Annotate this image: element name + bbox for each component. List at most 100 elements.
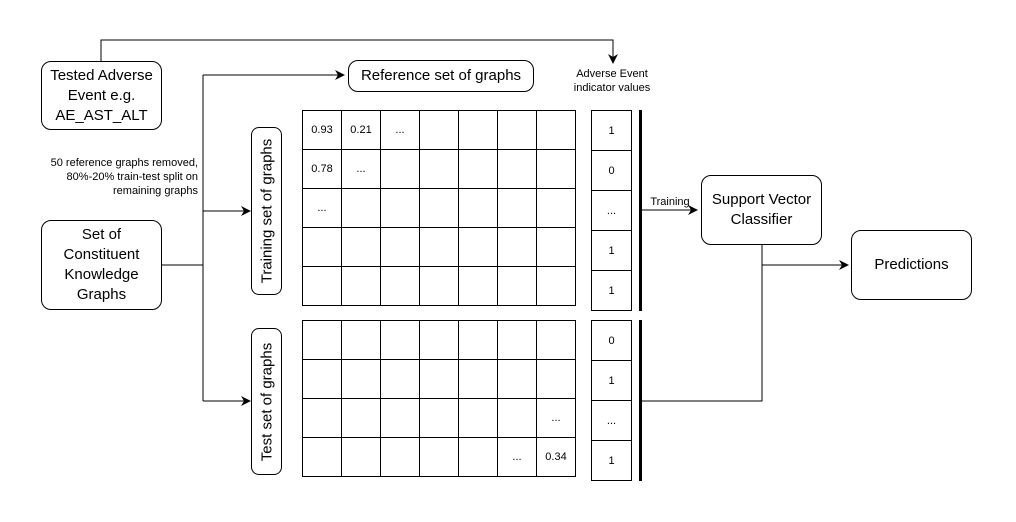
- test-feature-matrix: ......0.34: [302, 320, 576, 477]
- constituent-graphs-label: Set of Constituent Knowledge Graphs: [63, 226, 140, 303]
- matrix-cell: [302, 320, 342, 360]
- matrix-cell: [458, 188, 498, 228]
- matrix-cell: [536, 266, 576, 306]
- matrix-cell: [380, 359, 420, 399]
- adverse-event-indicator-label: Adverse Event indicator values: [573, 68, 651, 94]
- matrix-cell: [419, 266, 459, 306]
- indicator-value-cell: 1: [591, 440, 632, 481]
- indicator-value-cell: 1: [591, 110, 632, 151]
- matrix-cell: [458, 359, 498, 399]
- matrix-cell: [302, 227, 342, 267]
- tested-adverse-event-label: Tested Adverse Event e.g. AE_AST_ALT: [50, 66, 153, 124]
- matrix-cell: [302, 359, 342, 399]
- test-matrix-row: [302, 359, 576, 399]
- matrix-cell: [380, 227, 420, 267]
- matrix-cell: [536, 110, 576, 150]
- reference-set-box: Reference set of graphs: [348, 60, 534, 92]
- matrix-cell: [341, 227, 381, 267]
- training-matrix-row: [302, 266, 576, 306]
- matrix-cell: [536, 359, 576, 399]
- matrix-cell: [341, 320, 381, 360]
- indicator-value-cell: 0: [591, 150, 632, 191]
- matrix-cell: [497, 149, 537, 189]
- training-divider-bar: [639, 110, 642, 311]
- matrix-cell: [497, 227, 537, 267]
- matrix-cell: ...: [341, 149, 381, 189]
- matrix-cell: [419, 437, 459, 477]
- matrix-cell: [302, 398, 342, 438]
- svc-box: Support Vector Classifier: [701, 175, 822, 245]
- split-note: 50 reference graphs removed, 80%-20% tra…: [20, 156, 198, 198]
- matrix-cell: [497, 320, 537, 360]
- test-matrix-row: ...0.34: [302, 437, 576, 477]
- matrix-cell: [380, 398, 420, 438]
- matrix-cell: 0.34: [536, 437, 576, 477]
- test-matrix-row: ...: [302, 398, 576, 438]
- tested-adverse-event-box: Tested Adverse Event e.g. AE_AST_ALT: [41, 61, 162, 130]
- matrix-cell: [419, 188, 459, 228]
- matrix-cell: [458, 398, 498, 438]
- matrix-cell: [536, 227, 576, 267]
- split-note-line2: 80%-20% train-test split on: [66, 171, 198, 183]
- matrix-cell: ...: [536, 398, 576, 438]
- matrix-cell: [497, 266, 537, 306]
- split-note-line1: 50 reference graphs removed,: [50, 157, 198, 169]
- split-note-line3: remaining graphs: [113, 185, 198, 197]
- indicator-value-cell: ...: [591, 400, 632, 441]
- matrix-cell: [458, 437, 498, 477]
- matrix-cell: 0.93: [302, 110, 342, 150]
- matrix-cell: [302, 266, 342, 306]
- predictions-box: Predictions: [851, 230, 972, 300]
- matrix-cell: [380, 149, 420, 189]
- arrow-tested-to-indicator: [100, 39, 618, 64]
- matrix-cell: [536, 188, 576, 228]
- matrix-cell: [419, 359, 459, 399]
- indicator-value-cell: 1: [591, 360, 632, 401]
- matrix-cell: [341, 437, 381, 477]
- training-matrix-row: ...: [302, 188, 576, 228]
- arrow-test-to-svc: [642, 245, 763, 402]
- matrix-cell: [497, 188, 537, 228]
- indicator-value-cell: 1: [591, 270, 632, 311]
- matrix-cell: [419, 110, 459, 150]
- matrix-cell: [419, 149, 459, 189]
- matrix-cell: [497, 398, 537, 438]
- test-set-label: Test set of graphs: [258, 342, 275, 461]
- matrix-cell: [458, 320, 498, 360]
- training-set-box: Training set of graphs: [251, 127, 282, 295]
- test-divider-bar: [639, 320, 642, 481]
- test-set-box: Test set of graphs: [251, 328, 282, 475]
- matrix-cell: [419, 398, 459, 438]
- matrix-cell: [341, 266, 381, 306]
- matrix-cell: [341, 398, 381, 438]
- matrix-cell: [458, 266, 498, 306]
- matrix-cell: [419, 320, 459, 360]
- matrix-cell: [302, 437, 342, 477]
- predictions-label: Predictions: [874, 256, 949, 273]
- svc-label: Support Vector Classifier: [711, 191, 812, 228]
- training-matrix-row: [302, 227, 576, 267]
- training-set-label: Training set of graphs: [258, 138, 275, 284]
- matrix-cell: [497, 110, 537, 150]
- matrix-cell: [380, 266, 420, 306]
- matrix-cell: ...: [380, 110, 420, 150]
- matrix-cell: [536, 320, 576, 360]
- matrix-cell: [380, 188, 420, 228]
- matrix-cell: [458, 110, 498, 150]
- matrix-cell: [419, 227, 459, 267]
- matrix-cell: [458, 149, 498, 189]
- indicator-value-cell: 1: [591, 230, 632, 271]
- indicator-value-cell: 0: [591, 320, 632, 361]
- constituent-graphs-box: Set of Constituent Knowledge Graphs: [41, 220, 162, 310]
- matrix-cell: [536, 149, 576, 189]
- matrix-cell: [458, 227, 498, 267]
- training-edge-label: Training: [650, 196, 690, 208]
- matrix-cell: [497, 359, 537, 399]
- training-matrix-row: 0.78...: [302, 149, 576, 189]
